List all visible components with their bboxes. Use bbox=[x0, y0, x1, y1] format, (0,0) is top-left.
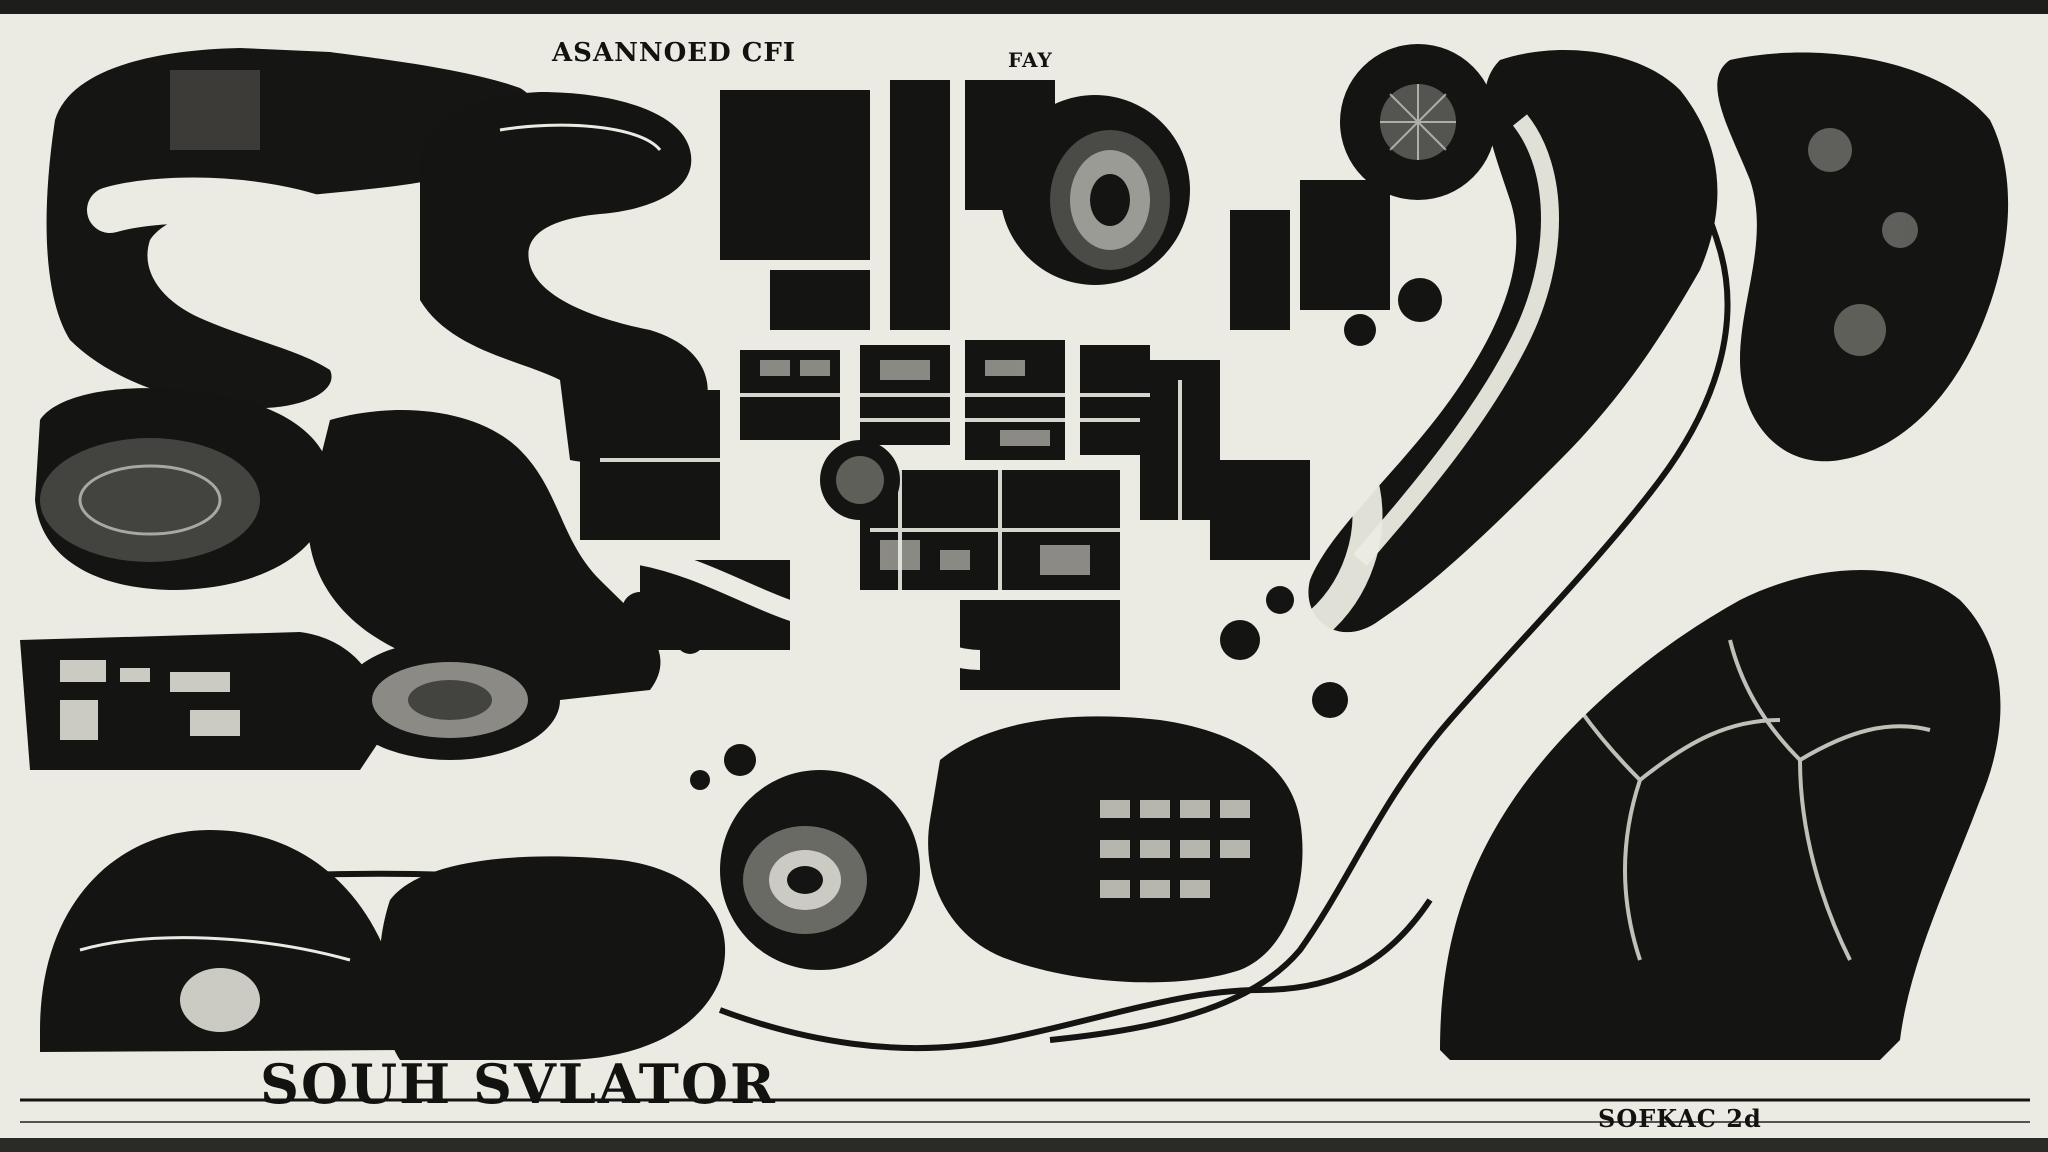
top-border bbox=[0, 0, 2048, 14]
district-south-central bbox=[379, 856, 726, 1060]
map-stamp: SOFKAC 2d bbox=[1598, 1104, 1762, 1133]
district-southwest bbox=[40, 830, 410, 1052]
map-corner-mark: FAY bbox=[1008, 48, 1053, 72]
map-header: ASANNOED CFI bbox=[552, 38, 797, 68]
district-north-central bbox=[420, 92, 708, 464]
district-central-west bbox=[308, 410, 661, 700]
bottom-border bbox=[0, 1138, 2048, 1152]
map-title: SOUH SVLATOR bbox=[260, 1052, 777, 1116]
district-northwest bbox=[46, 48, 537, 409]
district-west-lower bbox=[20, 632, 382, 770]
district-far-east bbox=[1717, 52, 2009, 462]
district-southeast bbox=[1440, 570, 2001, 1060]
district-west-park bbox=[35, 388, 332, 590]
